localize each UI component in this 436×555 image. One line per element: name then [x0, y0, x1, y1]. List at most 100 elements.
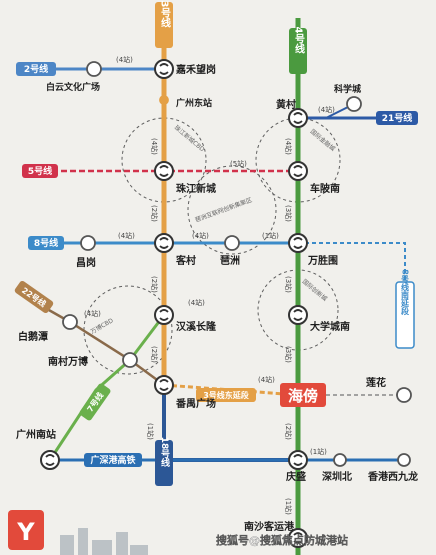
station-label-baietan: 白鹅潭 [18, 330, 48, 343]
station-label-chebeinan: 车陂南 [310, 182, 340, 195]
transfer-nansha [288, 528, 308, 548]
station-dot-nancun [122, 352, 138, 368]
ann-wanbo-cbd: 万博CBD [89, 316, 115, 336]
station-label-gzsouth: 广州南站 [16, 428, 56, 441]
station-label-daxuecheng: 大学城南 [310, 320, 350, 333]
station-label-kexuecheng: 科学城 [334, 83, 361, 95]
transfer-hanxi [154, 305, 174, 325]
station-dot-lianhua [396, 387, 412, 403]
brand-logo: Y [8, 510, 44, 550]
line-8-tag: 8号线 [28, 236, 64, 250]
seg-changgang: (4站) [118, 231, 135, 240]
station-label-nancun: 南村万博 [48, 355, 88, 368]
regular-stations [62, 61, 412, 467]
svg-text:2号线: 2号线 [24, 63, 48, 75]
district-circle-zhujiang [121, 117, 207, 203]
svg-text:广深港高铁: 广深港高铁 [90, 454, 135, 466]
station-label-kecun: 客村 [175, 254, 196, 267]
ann-intl-finance: 国际金融城 [309, 127, 337, 152]
line-21 [300, 103, 378, 120]
station-label-hkwest: 香港西九龙 [368, 470, 418, 483]
svg-text:3号线: 3号线 [159, 1, 171, 29]
svg-text:Y: Y [16, 518, 35, 546]
seg-l3-mid: (2站) [150, 205, 159, 222]
transfer-kecun [154, 233, 174, 253]
seg-huangcun-kxc: (4站) [318, 105, 335, 114]
transfer-panyu [154, 375, 174, 395]
station-label-shenzhenbei: 深圳北 [322, 470, 352, 483]
station-label-lianhua: 莲花 [366, 376, 386, 389]
seg-l4-lower: (3站) [284, 276, 293, 293]
svg-text:3号线东延段: 3号线东延段 [203, 390, 249, 400]
station-label-qingsheng: 庆盛 [285, 470, 306, 483]
transfer-jiahe [154, 59, 174, 79]
line-22-tag: 22号线 [14, 280, 54, 314]
ann-zj-cbd: 珠江新城CBD [173, 123, 207, 153]
line-3-tag: 3号线 [155, 1, 173, 48]
line-8ext-track [298, 242, 406, 290]
ann-pazhou: 琶洲互联网创新集聚区 [194, 196, 253, 224]
station-dot-baiyun [86, 61, 102, 77]
line-8ext-tag: 8号线南延段 [395, 269, 415, 349]
transfer-wanshengwei [288, 233, 308, 253]
transfer-chebeinan [288, 161, 308, 181]
transfer-huangcun [288, 108, 308, 128]
station-label-nansha: 南沙客运港 [244, 520, 295, 533]
station-label-zhujiang: 珠江新城 [176, 182, 216, 195]
svg-text:5号线: 5号线 [28, 165, 52, 177]
line-7-track [48, 314, 166, 461]
seg-18-a: (1站) [146, 423, 155, 440]
transfer-daxuecheng [288, 305, 308, 325]
transfer-qingsheng [288, 450, 308, 470]
seg-baiyun: (4站) [116, 55, 133, 64]
station-dot-changgang [80, 235, 96, 251]
seg-l3-upper: (4站) [150, 138, 159, 155]
transfer-gzsouth [40, 450, 60, 470]
seg-kecun-pazhou: (4站) [192, 231, 209, 240]
svg-text:8号线: 8号线 [34, 237, 58, 249]
line-21-tag: 21号线 [376, 111, 418, 125]
seg-3ext: (4站) [258, 375, 275, 384]
gsg-tag: 广深港高铁 [84, 453, 142, 467]
station-dot-hkwest [397, 453, 411, 467]
station-dot-shenzhenbei [333, 453, 347, 467]
station-label-baiyun: 白云文化广场 [46, 81, 100, 93]
station-label-gzeast: 广州东站 [176, 97, 212, 109]
station-label-pazhou: 琶洲 [220, 255, 240, 267]
svg-text:21号线: 21号线 [382, 112, 413, 124]
seg-l3-bottom: (2站) [150, 346, 159, 363]
svg-text:18号线: 18号线 [159, 437, 170, 468]
seg-22: (4站) [84, 309, 101, 318]
seg-gsg: (1站) [310, 447, 327, 456]
seg-l4-upper: (4站) [284, 138, 293, 155]
district-circle-chebeinan [255, 117, 341, 203]
seg-l4-mid: (3站) [284, 205, 293, 222]
line-2-tag: 2号线 [16, 62, 56, 76]
station-label-panyu: 番禺广场 [175, 397, 216, 410]
station-label-hanxi: 汉溪长隆 [176, 320, 217, 333]
svg-text:4号线: 4号线 [293, 27, 305, 55]
station-label-wanshengwei: 万胜围 [307, 254, 338, 267]
seg-l3-lower: (2站) [150, 276, 159, 293]
line-22-track [39, 303, 165, 387]
line-3ext-tag: 3号线东延段 [196, 388, 256, 402]
station-dot-baietan [62, 314, 78, 330]
skyline [60, 528, 148, 555]
seg-hanxi: (4站) [188, 298, 205, 307]
ann-intl-innovation: 国际创新城 [301, 277, 329, 302]
haibang-station: 海傍 [280, 383, 326, 407]
line-4-tag: 4号线 [289, 27, 307, 74]
line-18-tag: 18号线 [155, 437, 173, 486]
seg-l4-bottom: (3站) [284, 346, 293, 363]
station-dot-pazhou [224, 235, 240, 251]
station-label-huangcun: 黄村 [276, 98, 296, 111]
watermark: 搜狐号@搜狐焦点防城港站 [216, 533, 348, 547]
svg-text:海傍: 海傍 [288, 387, 318, 405]
station-label-jiahe: 嘉禾望岗 [175, 63, 216, 76]
station-dot-gzeast [159, 95, 169, 105]
svg-text:8号线南延段: 8号线南延段 [400, 269, 410, 316]
line-7-tag: 7号线 [79, 383, 111, 421]
transfer-zhujiang [154, 161, 174, 181]
line-5-tag: 5号线 [22, 164, 58, 178]
